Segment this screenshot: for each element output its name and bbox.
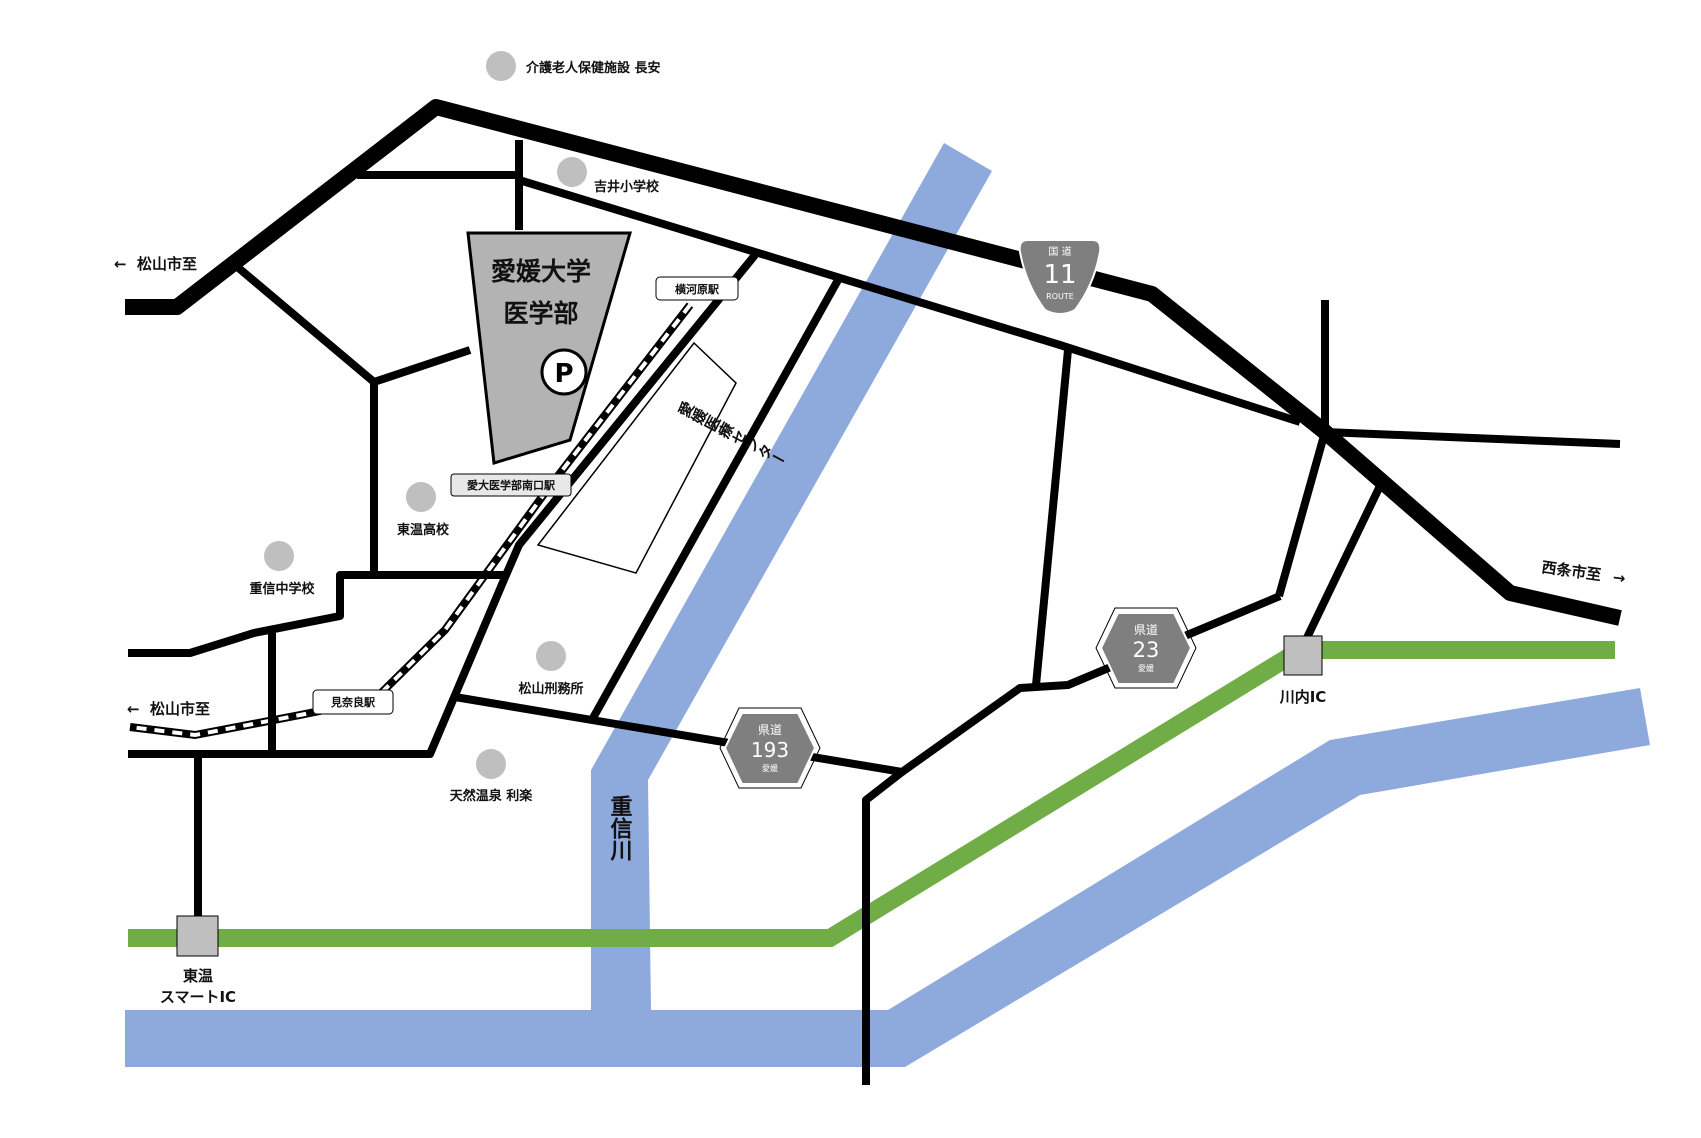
direction-label: 西条市至 xyxy=(1540,558,1602,584)
poi-dot xyxy=(536,641,566,671)
shield-top: 県道 xyxy=(758,723,782,737)
poi-label-toon-high: 東温高校 xyxy=(397,522,450,538)
campus: 愛媛大学 医学部 P xyxy=(466,231,632,465)
left-arrow-icon: ← xyxy=(114,255,127,273)
right-arrow-icon: → xyxy=(1612,568,1627,588)
direction-label: 松山市至 xyxy=(150,700,210,718)
poi-dot xyxy=(557,157,587,187)
poi-label-matsuyama-prison: 松山刑務所 xyxy=(518,681,583,697)
poi-dot xyxy=(476,749,506,779)
shigenobu-river-tributary xyxy=(591,143,992,1010)
campus-area xyxy=(466,231,632,465)
poi-dot xyxy=(406,482,436,512)
station-minara: 見奈良駅 xyxy=(312,689,394,715)
rivers xyxy=(125,143,1650,1067)
parking-letter: P xyxy=(554,359,573,389)
poi-dots xyxy=(264,51,587,779)
poi-dot xyxy=(264,541,294,571)
direction-matsuyama-lower: ← 松山市至 xyxy=(127,700,210,718)
interchange-label-kawauchi: 川内IC xyxy=(1279,688,1327,706)
hospital-building xyxy=(536,341,737,574)
station-label: 見奈良駅 xyxy=(330,695,375,709)
shield-top: 県道 xyxy=(1134,623,1158,637)
shield-number: 193 xyxy=(751,738,789,762)
shield-number: 11 xyxy=(1043,260,1076,290)
shigenobu-river-main xyxy=(125,688,1650,1067)
direction-label: 松山市至 xyxy=(137,255,197,273)
poi-label-chouan: 介護老人保健施設 長安 xyxy=(525,60,661,76)
station-label: 愛大医学部南口駅 xyxy=(467,478,555,492)
station-label: 横河原駅 xyxy=(675,282,719,296)
poi-label-shigenobu-junior-high: 重信中学校 xyxy=(249,581,315,597)
prefectural-route-23-shield: 県道 23 愛媛 xyxy=(1095,607,1197,689)
route-11 xyxy=(125,99,1622,626)
toon-smart-interchange xyxy=(176,915,219,957)
poi-dot xyxy=(486,51,516,81)
shield-top: 国 道 xyxy=(1048,245,1071,258)
kawauchi-interchange xyxy=(1283,635,1323,676)
shield-bottom: ROUTE xyxy=(1046,292,1074,301)
prefectural-route-193-shield: 県道 193 愛媛 xyxy=(719,707,821,789)
station-aidai-igakubu-minamiguchi: 愛大医学部南口駅 xyxy=(450,473,572,497)
route-11-shield: 国 道 11 ROUTE xyxy=(1018,239,1102,315)
river-label: 重信川 xyxy=(607,795,634,861)
campus-name-line1: 愛媛大学 xyxy=(491,257,591,286)
roads xyxy=(125,99,1622,1085)
poi-label-riraku-onsen: 天然温泉 利楽 xyxy=(450,788,534,804)
direction-saijo: 西条市至 → xyxy=(1540,558,1626,588)
parking-icon: P xyxy=(540,348,588,396)
shield-bottom: 愛媛 xyxy=(762,763,778,773)
expressway xyxy=(128,641,1615,947)
direction-matsuyama-upper: ← 松山市至 xyxy=(114,255,197,273)
shield-bottom: 愛媛 xyxy=(1138,663,1154,673)
station-yokogawara: 横河原駅 xyxy=(655,276,739,301)
interchange-label-toon-line2: スマートIC xyxy=(160,988,236,1006)
left-arrow-icon: ← xyxy=(127,700,140,718)
shield-number: 23 xyxy=(1133,638,1160,662)
campus-name-line2: 医学部 xyxy=(503,299,578,328)
poi-label-yoshii-elementary: 吉井小学校 xyxy=(594,179,660,195)
interchange-label-toon-line1: 東温 xyxy=(183,967,213,985)
